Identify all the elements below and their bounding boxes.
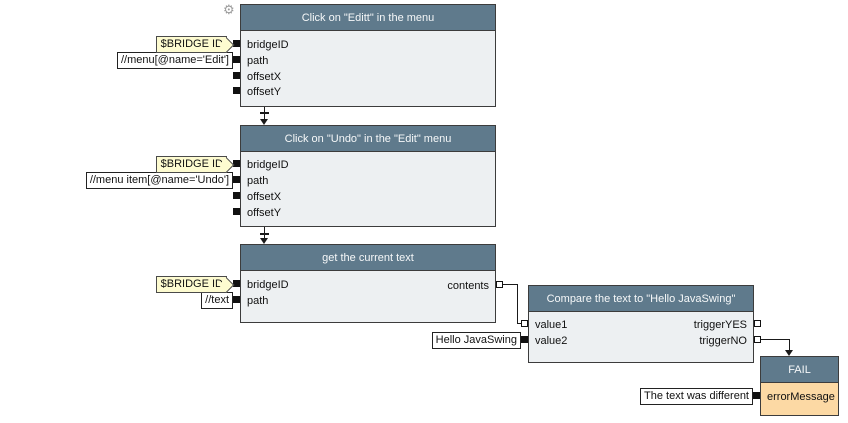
input-port-path[interactable] <box>233 176 240 183</box>
port-label-path: path <box>247 175 269 187</box>
value-tag-bridge-id[interactable]: $BRIDGE ID <box>155 36 227 53</box>
flow-arrow-2 <box>260 238 268 244</box>
port-label-bridgeid: bridgeID <box>247 279 289 291</box>
node-get-current-text[interactable]: get the current text bridgeID path conte… <box>240 244 496 323</box>
node-title[interactable]: get the current text <box>241 245 495 271</box>
input-port-bridgeid[interactable] <box>233 280 240 287</box>
trigger-wire-v <box>789 339 790 351</box>
flow-arrow-1 <box>260 119 268 125</box>
port-label-offsetx: offsetX <box>247 191 282 203</box>
port-label-bridgeid: bridgeID <box>247 159 289 171</box>
port-label-triggeryes: triggerYES <box>693 319 747 331</box>
value-box-menu-edit-path[interactable]: //menu[@name='Edit'] <box>116 52 233 69</box>
input-port-offsety[interactable] <box>233 87 240 94</box>
port-label-path: path <box>247 55 269 67</box>
port-label-triggerno: triggerNO <box>699 335 747 347</box>
port-label-path: path <box>247 295 269 307</box>
data-wire-contents-h <box>503 284 518 285</box>
value-box-text-path[interactable]: //text <box>201 292 233 309</box>
port-label-value2: value2 <box>535 335 568 347</box>
node-title[interactable]: FAIL <box>761 357 838 383</box>
input-port-bridgeid[interactable] <box>233 40 240 47</box>
node-click-undo-menu[interactable]: Click on "Undo" in the "Edit" menu bridg… <box>240 125 496 227</box>
value-tag-bridge-id[interactable]: $BRIDGE ID <box>155 156 227 173</box>
input-port-path[interactable] <box>233 296 240 303</box>
input-port-offsetx[interactable] <box>233 72 240 79</box>
output-port-triggerno[interactable] <box>754 336 761 343</box>
port-label-offsety: offsetY <box>247 86 282 98</box>
node-fail[interactable]: FAIL errorMessage <box>760 356 839 416</box>
port-label-contents: contents <box>447 280 489 292</box>
node-title[interactable]: Click on "Undo" in the "Edit" menu <box>241 126 495 152</box>
output-port-triggeryes[interactable] <box>754 320 761 327</box>
node-click-editt-menu[interactable]: Click on "Editt" in the menu bridgeID pa… <box>240 4 496 107</box>
trigger-arrow <box>785 350 793 356</box>
input-port-offsetx[interactable] <box>233 192 240 199</box>
value-box-expected-text[interactable]: Hello JavaSwing <box>431 332 521 349</box>
node-title[interactable]: Compare the text to "Hello JavaSwing" <box>529 286 753 312</box>
input-port-offsety[interactable] <box>233 208 240 215</box>
gear-icon[interactable]: ⚙ <box>223 2 235 17</box>
input-port-value2[interactable] <box>521 336 528 343</box>
port-label-offsetx: offsetX <box>247 71 282 83</box>
port-label-bridgeid: bridgeID <box>247 39 289 51</box>
input-port-bridgeid[interactable] <box>233 160 240 167</box>
flow-wire-1-tick <box>260 112 269 114</box>
data-wire-contents-v <box>517 284 518 324</box>
trigger-wire-h <box>761 339 790 340</box>
port-label-value1: value1 <box>535 319 568 331</box>
node-title[interactable]: Click on "Editt" in the menu <box>241 5 495 31</box>
output-port-contents[interactable] <box>496 281 503 288</box>
port-label-offsety: offsetY <box>247 207 282 219</box>
data-wire-contents-h2 <box>517 323 522 324</box>
input-port-path[interactable] <box>233 56 240 63</box>
input-port-value1[interactable] <box>521 320 528 327</box>
flow-wire-2-tick <box>260 233 269 235</box>
value-box-menu-undo-path[interactable]: //menu item[@name='Undo'] <box>85 172 233 189</box>
value-box-error-message[interactable]: The text was different <box>640 388 753 405</box>
value-tag-bridge-id[interactable]: $BRIDGE ID <box>155 276 227 293</box>
input-port-errormessage[interactable] <box>753 392 760 399</box>
port-label-errormessage: errorMessage <box>767 391 835 403</box>
node-compare-text[interactable]: Compare the text to "Hello JavaSwing" va… <box>528 285 754 363</box>
